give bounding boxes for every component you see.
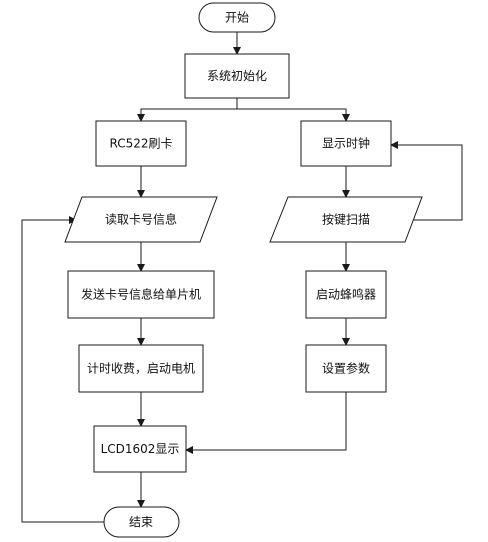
edge-init-clock <box>237 108 350 122</box>
node-buzzer-label: 启动蜂鸣器 <box>316 287 376 302</box>
node-send-card-label: 发送卡号信息给单片机 <box>81 287 201 302</box>
node-lcd: LCD1602显示 <box>93 425 187 473</box>
node-show-clock-label: 显示时钟 <box>322 136 370 151</box>
edge-scan-loop-clock <box>390 141 463 221</box>
edge-init-rc522 <box>137 98 238 122</box>
node-set-params-label: 设置参数 <box>322 361 370 376</box>
node-read-card-label: 读取卡号信息 <box>105 212 177 227</box>
node-end-label: 结束 <box>129 515 153 529</box>
edge-end-loop-read <box>21 216 104 523</box>
node-set-params: 设置参数 <box>305 344 387 393</box>
node-scan-keys: 按键扫描 <box>269 196 423 243</box>
node-lcd-label: LCD1602显示 <box>101 442 180 456</box>
node-send-card: 发送卡号信息给单片机 <box>67 270 215 319</box>
node-start: 开始 <box>198 2 276 33</box>
node-init-label: 系统初始化 <box>207 69 267 83</box>
node-end: 结束 <box>103 506 180 538</box>
node-read-card: 读取卡号信息 <box>64 196 218 243</box>
node-start-label: 开始 <box>225 11 249 25</box>
node-billing-label: 计时收费，启动电机 <box>87 362 195 376</box>
node-init: 系统初始化 <box>184 53 290 99</box>
node-billing: 计时收费，启动电机 <box>78 344 204 393</box>
node-rc522-label: RC522刷卡 <box>109 137 172 151</box>
node-rc522: RC522刷卡 <box>95 120 187 167</box>
node-scan-keys-label: 按键扫描 <box>322 213 370 227</box>
edge-params-lcd <box>185 392 347 454</box>
node-show-clock: 显示时钟 <box>300 120 392 167</box>
node-buzzer: 启动蜂鸣器 <box>305 270 387 319</box>
